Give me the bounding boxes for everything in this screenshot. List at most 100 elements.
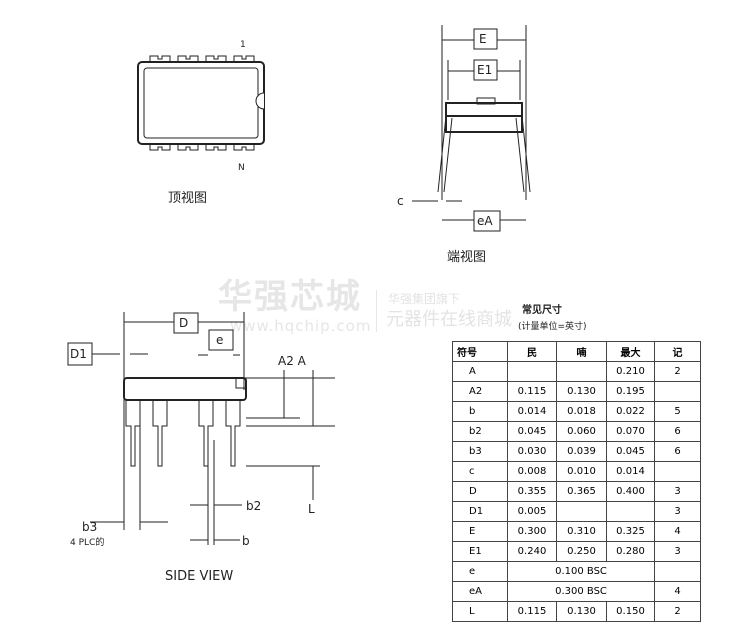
- watermark-group: 华强集团旗下: [388, 292, 461, 306]
- watermark-brand: 华强芯城: [218, 277, 362, 317]
- column-header: 记: [654, 341, 701, 362]
- dim-b3: b3: [82, 520, 98, 534]
- table-cell: 0.250: [556, 541, 607, 562]
- table-cell: c: [452, 461, 508, 482]
- table-cell: [654, 381, 701, 402]
- table-cell: eA: [452, 581, 508, 602]
- table-cell: 0.030: [507, 441, 557, 462]
- table-cell: 0.115: [507, 381, 557, 402]
- dim-E: E: [479, 32, 487, 46]
- watermark-divider: [376, 290, 377, 332]
- table-cell: 4: [654, 521, 701, 542]
- table-cell: E: [452, 521, 508, 542]
- table-cell: 0.100 BSC: [507, 561, 655, 582]
- table-cell: 0.060: [556, 421, 607, 442]
- table-cell: 0.045: [606, 441, 655, 462]
- dim-eA: eA: [477, 214, 493, 228]
- table-cell: 0.355: [507, 481, 557, 502]
- table-cell: 0.195: [606, 381, 655, 402]
- table-cell: e: [452, 561, 508, 582]
- table-cell: 0.005: [507, 501, 557, 522]
- table-cell: 0.300 BSC: [507, 581, 655, 602]
- dim-b: b: [242, 534, 250, 548]
- table-cell: 2: [654, 361, 701, 382]
- table-cell: 0.130: [556, 381, 607, 402]
- table-cell: 0.400: [606, 481, 655, 502]
- table-cell: 0.300: [507, 521, 557, 542]
- table-cell: 4: [654, 581, 701, 602]
- table-cell: 6: [654, 421, 701, 442]
- top-view-title: 顶视图: [168, 191, 208, 206]
- column-header: 符号: [452, 341, 508, 362]
- table-cell: A2: [452, 381, 508, 402]
- table-cell: L: [452, 601, 508, 622]
- table-cell: b2: [452, 421, 508, 442]
- dim-E1: E1: [477, 63, 493, 77]
- table-cell: 0.022: [606, 401, 655, 422]
- dim-D: D: [179, 316, 189, 330]
- table-cell: 0.014: [507, 401, 557, 422]
- table-title: 常见尺寸: [522, 305, 562, 316]
- table-cell: [507, 361, 557, 382]
- table-cell: 0.310: [556, 521, 607, 542]
- table-cell: [654, 461, 701, 482]
- table-cell: 3: [654, 541, 701, 562]
- table-cell: 0.280: [606, 541, 655, 562]
- end-view-title: 端视图: [447, 250, 487, 265]
- table-cell: 0.014: [606, 461, 655, 482]
- table-cell: [556, 361, 607, 382]
- column-header: 喃: [556, 341, 607, 362]
- table-cell: 0.008: [507, 461, 557, 482]
- dim-b2: b2: [246, 499, 262, 513]
- end-view-outline: [412, 25, 531, 232]
- dim-D1: D1: [70, 347, 87, 361]
- table-cell: b3: [452, 441, 508, 462]
- table-cell: 0.070: [606, 421, 655, 442]
- table-cell: 0.039: [556, 441, 607, 462]
- dim-A2A: A2 A: [278, 354, 306, 368]
- table-cell: 3: [654, 501, 701, 522]
- table-cell: 0.130: [556, 601, 607, 622]
- table-cell: 0.115: [507, 601, 557, 622]
- side-view-outline: [67, 312, 335, 545]
- top-view-outline: [137, 55, 265, 151]
- table-cell: [556, 501, 607, 522]
- table-cell: 6: [654, 441, 701, 462]
- table-cell: E1: [452, 541, 508, 562]
- table-cell: D: [452, 481, 508, 502]
- table-cell: b: [452, 401, 508, 422]
- column-header: 最大: [606, 341, 655, 362]
- table-cell: [606, 501, 655, 522]
- dim-plc: 4 PLC的: [70, 538, 105, 548]
- table-cell: 2: [654, 601, 701, 622]
- table-cell: 0.010: [556, 461, 607, 482]
- dim-e: e: [216, 333, 224, 347]
- column-header: 民: [507, 341, 557, 362]
- pinN-label: N: [238, 163, 245, 173]
- side-view-title: SIDE VIEW: [165, 569, 234, 584]
- table-cell: [654, 561, 701, 582]
- table-subtitle: (计量单位=英寸): [518, 322, 587, 332]
- table-cell: 0.365: [556, 481, 607, 502]
- dim-c: c: [397, 194, 404, 208]
- table-cell: 3: [654, 481, 701, 502]
- table-cell: 0.240: [507, 541, 557, 562]
- table-cell: 5: [654, 401, 701, 422]
- table-cell: 0.018: [556, 401, 607, 422]
